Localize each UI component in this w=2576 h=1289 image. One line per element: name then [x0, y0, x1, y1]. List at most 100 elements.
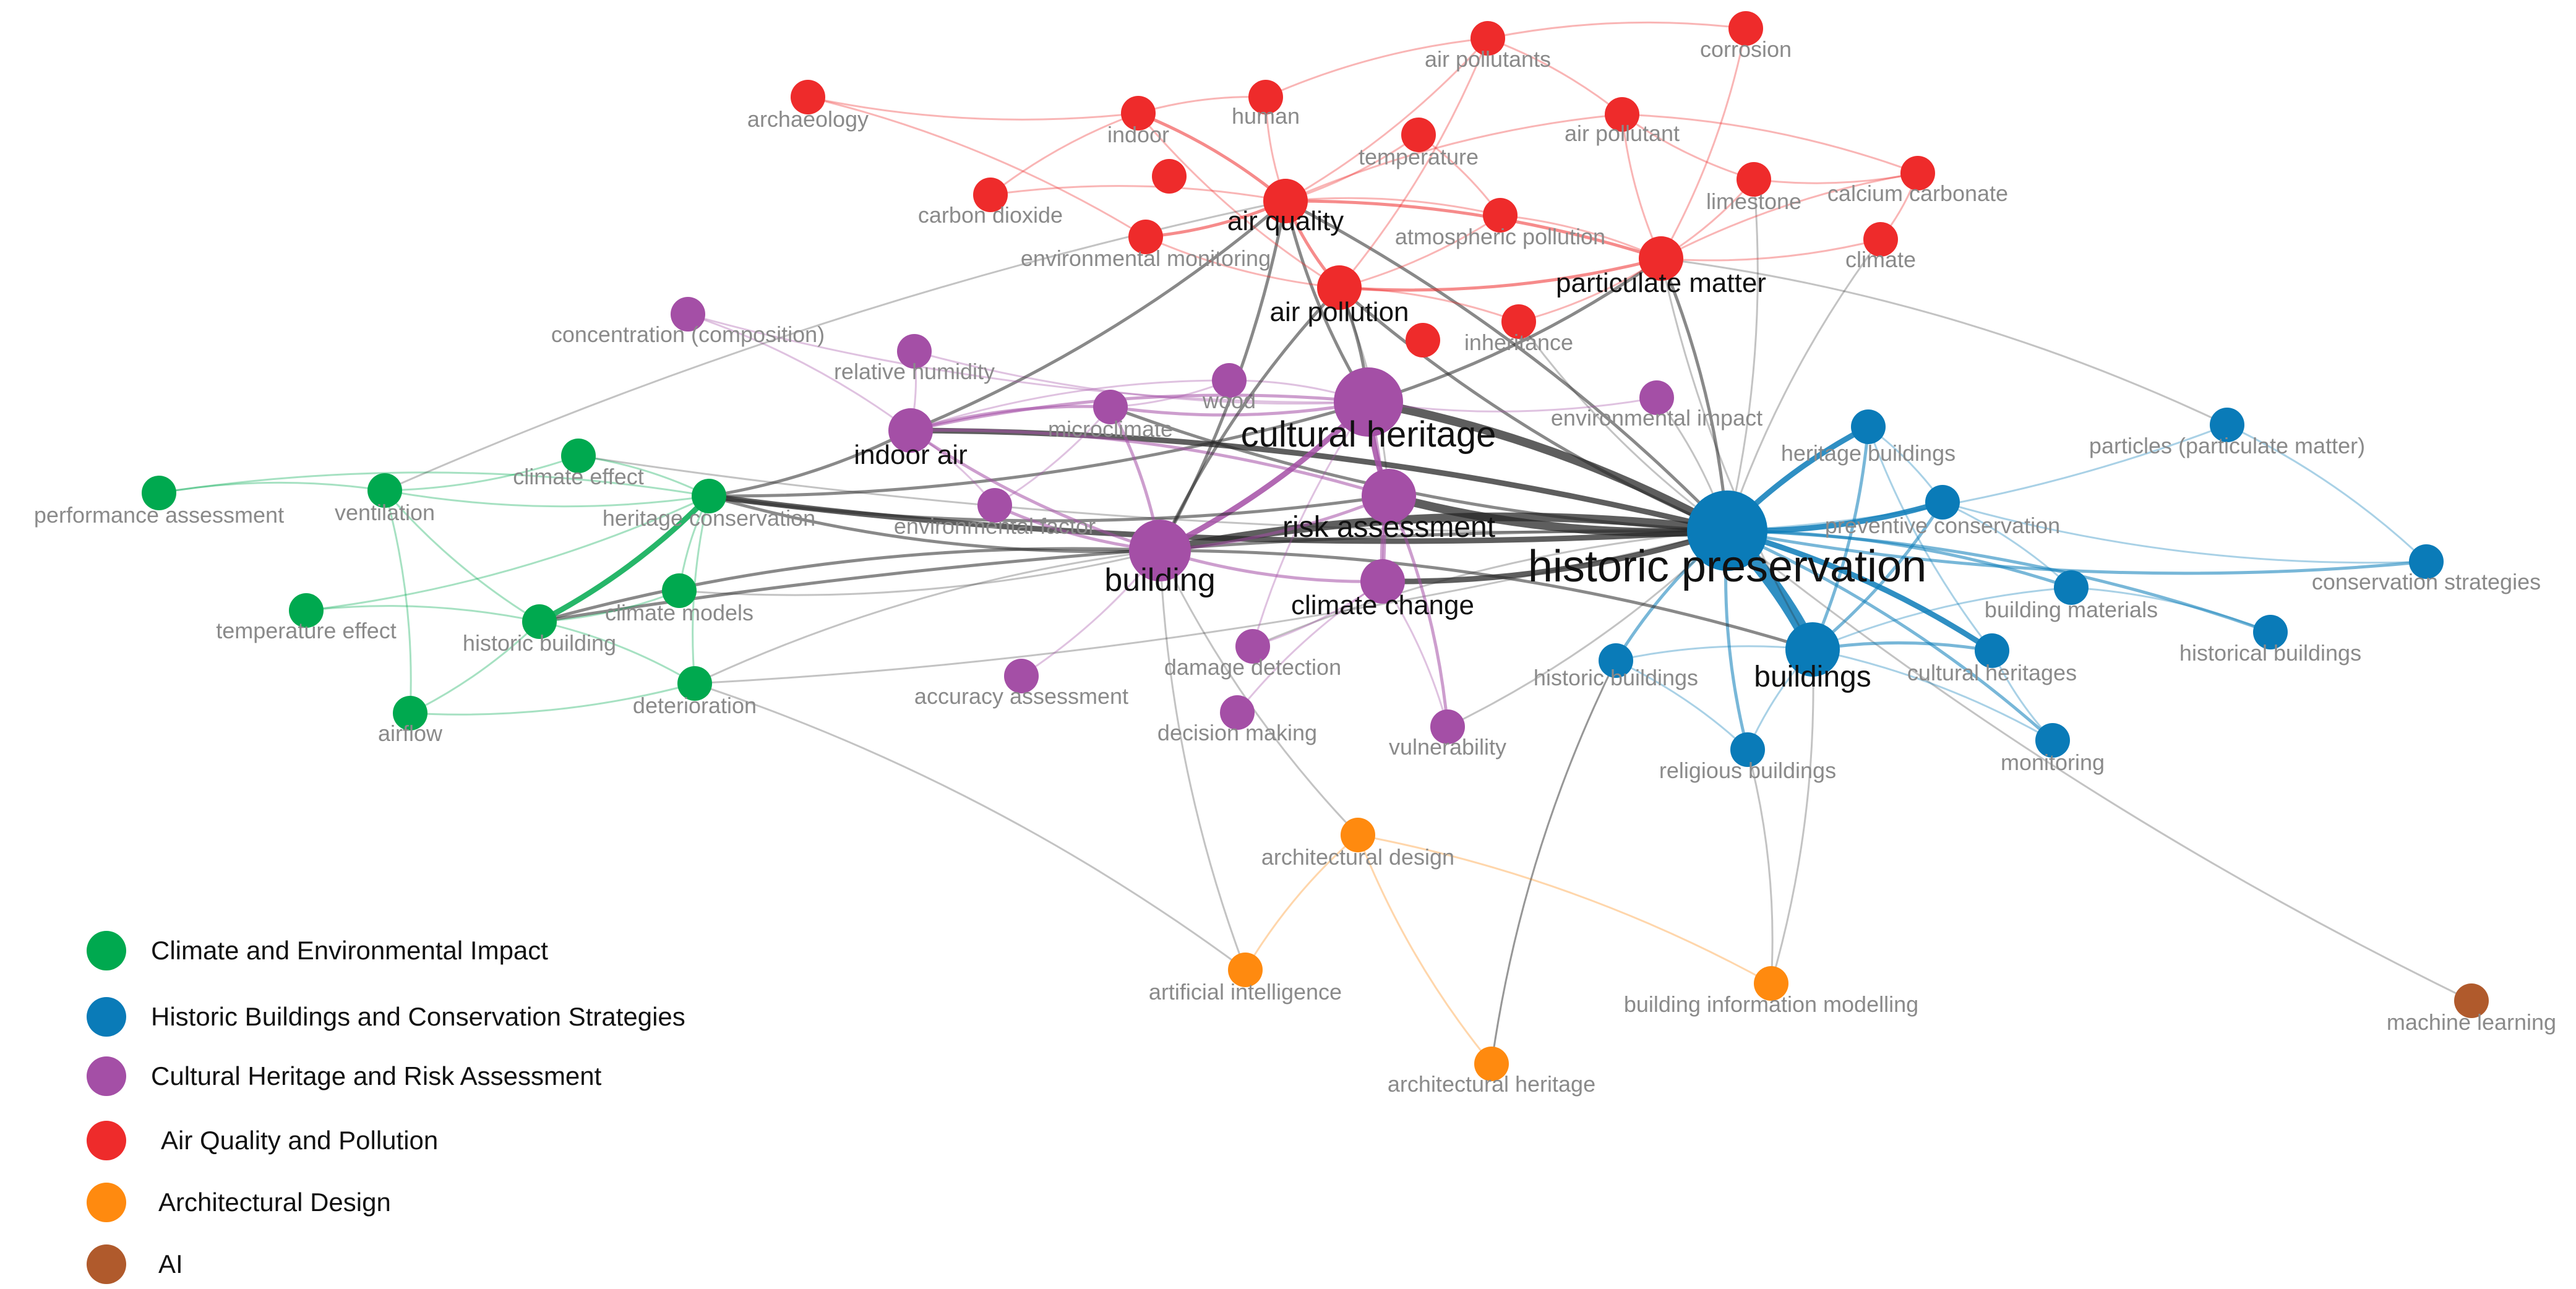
- edge-cultural-heritage--heritage-conservation: [707, 400, 1370, 498]
- edge-air-pollutants--air-pollutant: [1487, 37, 1623, 116]
- node-indoor-air[interactable]: [888, 408, 933, 453]
- node-historic-building[interactable]: [522, 604, 557, 639]
- node-label-limestone: limestone: [1706, 189, 1801, 214]
- node-air-quality[interactable]: [1263, 179, 1308, 223]
- edge-air-quality--atmospheric-pollution: [1284, 197, 1501, 216]
- node-label-heritage-conservation: heritage conservation: [603, 505, 815, 531]
- edge-risk-assessment--vulnerability: [1387, 494, 1449, 729]
- node-label-historic-buildings: historic buildings: [1534, 665, 1698, 690]
- node-architectural-design[interactable]: [1341, 818, 1375, 852]
- node-concentration-composition-[interactable]: [671, 297, 705, 332]
- edge-air-quality--carbon-dioxide: [989, 185, 1287, 202]
- node-atmospheric-pollution[interactable]: [1483, 198, 1518, 233]
- edge-air-pollution--environmental-monitoring: [1144, 236, 1341, 289]
- node-climate-models[interactable]: [662, 573, 697, 608]
- edge-heritage-buildings--cultural-heritages: [1867, 426, 1993, 652]
- node-label-indoor-air: indoor air: [854, 440, 967, 470]
- edge-particulate-matter--calcium-carbonate: [1660, 172, 1919, 260]
- edge-cultural-heritage--damage-detection: [1252, 401, 1370, 648]
- node-air-pollution[interactable]: [1317, 265, 1362, 310]
- node-machine-learning[interactable]: [2454, 983, 2489, 1018]
- node-label-damage-detection: damage detection: [1164, 654, 1341, 680]
- node-conservation-strategies[interactable]: [2409, 544, 2444, 579]
- node-risk-assessment[interactable]: [1362, 469, 1416, 523]
- node-airflow[interactable]: [393, 696, 427, 730]
- node-label-corrosion: corrosion: [1700, 36, 1792, 62]
- node-temperature-effect[interactable]: [289, 593, 324, 628]
- node-corrosion[interactable]: [1728, 11, 1763, 46]
- node-historic-buildings[interactable]: [1599, 643, 1633, 678]
- node-label-deterioration: deterioration: [633, 693, 757, 718]
- edge-historic-preservation--vulnerability: [1446, 529, 1728, 728]
- edge-building--deterioration: [693, 549, 1161, 685]
- node-deterioration[interactable]: [677, 666, 712, 701]
- node-air-pollutant[interactable]: [1605, 97, 1639, 132]
- node-building-information-modelling[interactable]: [1754, 966, 1788, 1001]
- edge-archaeology--environmental-monitoring: [807, 96, 1147, 238]
- node-accuracy-assessment[interactable]: [1004, 659, 1039, 693]
- edge-buildings--heritage-buildings: [1811, 425, 1870, 651]
- node-label-atmospheric-pollution: atmospheric pollution: [1395, 224, 1605, 249]
- edge-limestone--calcium-carbonate: [1753, 172, 1919, 184]
- node-particulate-matter[interactable]: [1639, 236, 1683, 281]
- node-historical-buildings[interactable]: [2253, 615, 2288, 649]
- node-ventilation[interactable]: [367, 473, 402, 508]
- node-religious-buildings[interactable]: [1730, 732, 1765, 767]
- node-label-air-pollution: air pollution: [1269, 297, 1409, 327]
- node-heritage-conservation[interactable]: [692, 479, 726, 513]
- node-inheritance[interactable]: [1501, 304, 1536, 339]
- node-label-accuracy-assessment: accuracy assessment: [914, 683, 1128, 709]
- node-label-air-pollutants: air pollutants: [1425, 46, 1551, 72]
- node-artificial-intelligence[interactable]: [1228, 953, 1263, 987]
- node-historic-preservation[interactable]: [1687, 490, 1767, 571]
- node-building-materials[interactable]: [2054, 570, 2089, 605]
- edge-building-information-modelling--buildings: [1770, 648, 1814, 985]
- node-label-wood: wood: [1202, 388, 1256, 413]
- edge-air-pollutant--limestone: [1621, 113, 1755, 181]
- node-damage-detection[interactable]: [1235, 629, 1270, 664]
- node-label-vulnerability: vulnerability: [1389, 734, 1506, 760]
- node-limestone[interactable]: [1737, 162, 1771, 197]
- edge-performance-assessment--heritage-conservation: [158, 471, 710, 497]
- node-label-building-information-modelling: building information modelling: [1624, 991, 1918, 1017]
- node-performance-assessment[interactable]: [142, 476, 176, 510]
- node-environmental-impact[interactable]: [1639, 380, 1674, 415]
- node-heritage-buildings[interactable]: [1851, 409, 1886, 444]
- node-microclimate[interactable]: [1093, 390, 1128, 424]
- node-carbon-dioxide[interactable]: [973, 178, 1008, 212]
- edge-preventive-conservation--conservation-strategies: [1941, 501, 2428, 564]
- edge-historic-preservation--historical-buildings: [1725, 529, 2272, 634]
- edge-air-quality--particulate-matter: [1284, 199, 1663, 260]
- node-vulnerability[interactable]: [1430, 709, 1465, 744]
- node-human[interactable]: [1248, 80, 1283, 114]
- node-temperature[interactable]: [1401, 118, 1436, 152]
- node-indoor[interactable]: [1121, 96, 1156, 131]
- node-cultural-heritages[interactable]: [1975, 633, 2009, 668]
- node-label-religious-buildings: religious buildings: [1659, 758, 1836, 783]
- node-label-architectural-design: architectural design: [1261, 844, 1454, 870]
- node-building[interactable]: [1129, 520, 1191, 581]
- node-climate-effect[interactable]: [561, 439, 596, 473]
- node-environmental-factor[interactable]: [977, 488, 1012, 523]
- edge-archaeology--indoor: [807, 96, 1140, 121]
- node-decision-making[interactable]: [1220, 695, 1255, 730]
- node-air-pollutants[interactable]: [1470, 21, 1505, 56]
- node-wood[interactable]: [1212, 363, 1247, 398]
- node-environmental-monitoring[interactable]: [1128, 220, 1163, 254]
- node-calcium-carbonate[interactable]: [1900, 156, 1935, 191]
- edge-heritage-conservation--ventilation: [384, 489, 710, 508]
- node-architectural-heritage[interactable]: [1474, 1047, 1509, 1081]
- node-cultural-heritage[interactable]: [1334, 367, 1403, 437]
- node-climate[interactable]: [1863, 222, 1898, 257]
- node-preventive-conservation[interactable]: [1925, 485, 1960, 520]
- node-label-environmental-monitoring: environmental monitoring: [1021, 246, 1271, 271]
- edge-heritage-conservation--historic-building: [536, 493, 712, 625]
- node-climate-change[interactable]: [1360, 559, 1405, 604]
- node-relative-humidity[interactable]: [897, 334, 932, 369]
- node-buildings[interactable]: [1785, 622, 1840, 677]
- node-archaeology[interactable]: [791, 80, 825, 114]
- node-particles-particulate-matter-[interactable]: [2210, 408, 2244, 442]
- node-monitoring[interactable]: [2035, 723, 2070, 758]
- node-label-inheritance: inheritance: [1464, 330, 1573, 355]
